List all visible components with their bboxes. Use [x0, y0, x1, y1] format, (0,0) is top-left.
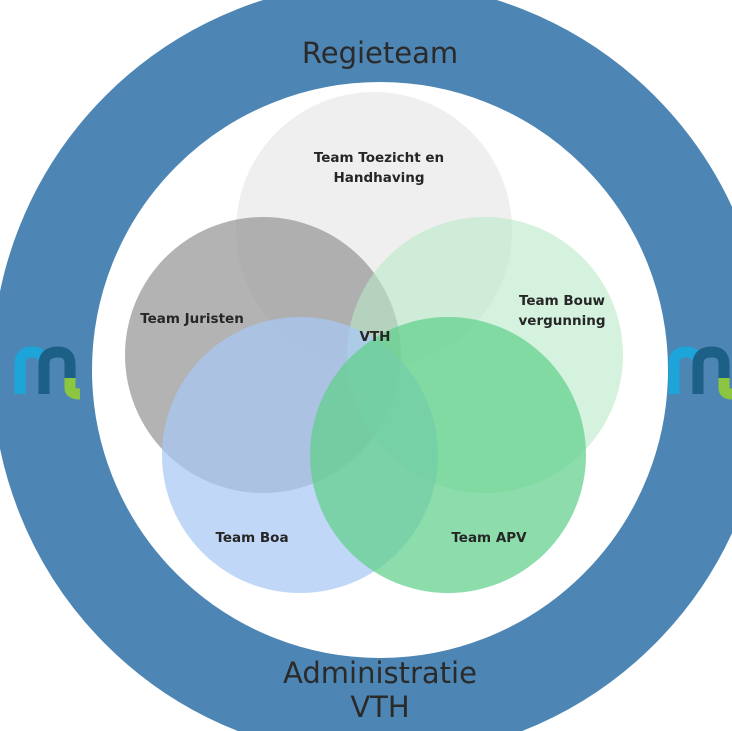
ring-title-bottom-line2: VTH: [350, 690, 409, 724]
team-circles: [125, 92, 623, 593]
logo-left-icon: [14, 346, 81, 400]
team-label-juristen: Team Juristen: [140, 311, 244, 327]
ring-title-bottom-line1: Administratie: [283, 656, 477, 690]
team-label-bouw-line1: Team Bouw: [519, 293, 605, 309]
logo-right-icon: [668, 346, 732, 400]
team-label-boa: Team Boa: [215, 530, 288, 546]
team-label-apv: Team APV: [451, 530, 527, 546]
team-label-toezicht-line1: Team Toezicht en: [314, 150, 444, 166]
team-label-toezicht-line2: Handhaving: [333, 170, 424, 186]
circle-team-apv: [310, 317, 586, 593]
team-label-bouw-line2: vergunning: [518, 313, 605, 329]
ring-title-top: Regieteam: [302, 36, 458, 70]
center-label-vth: VTH: [360, 329, 391, 345]
